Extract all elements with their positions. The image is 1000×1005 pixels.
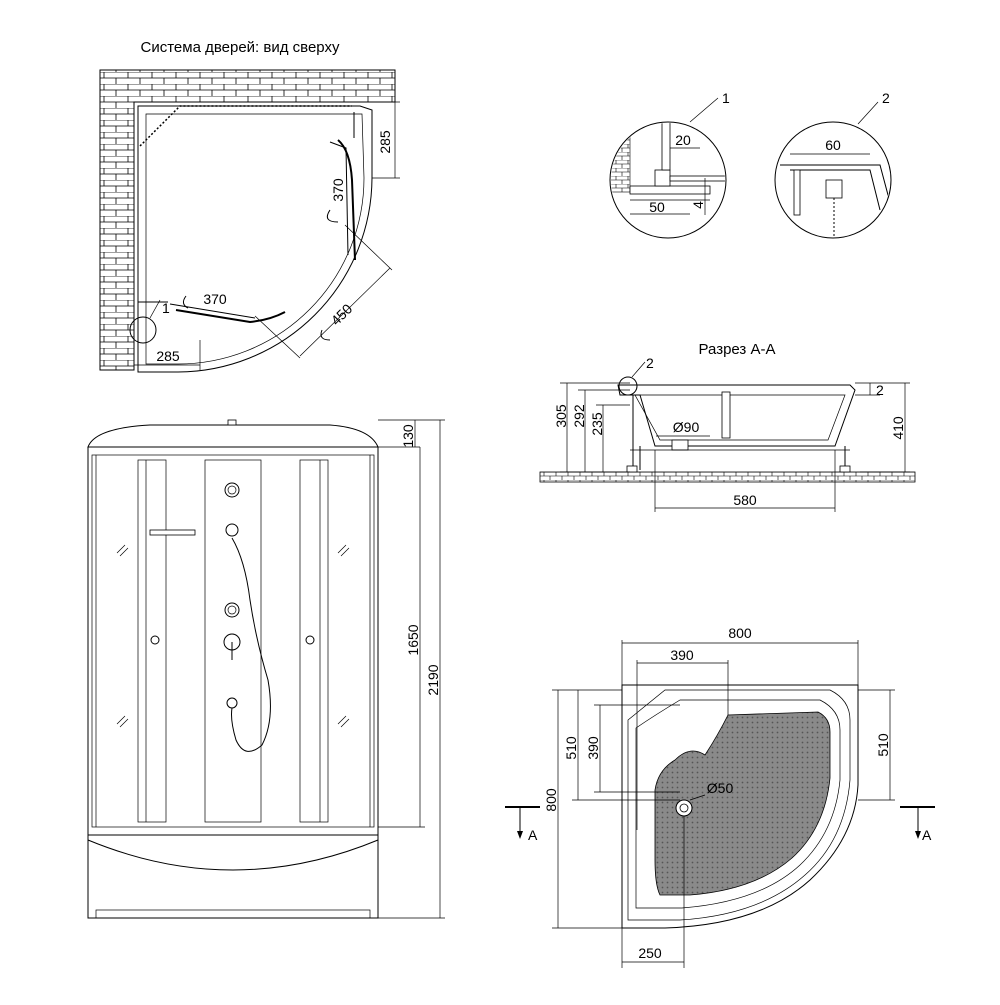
detail-1-dim-4: 4	[690, 201, 706, 209]
section-dim-305: 305	[553, 404, 569, 428]
section-dim-top: 2	[876, 382, 884, 398]
rain-shower-icon	[224, 482, 240, 498]
detail-callout-circle	[129, 316, 157, 344]
brick-wall	[99, 69, 396, 371]
door-handle-right	[305, 635, 315, 645]
corner-trim	[139, 105, 352, 147]
tray-basin	[654, 711, 831, 896]
hand-shower-holder-icon	[226, 697, 238, 709]
tray-inner-width: 390	[670, 647, 694, 663]
diverter-knob-icon	[224, 602, 240, 618]
tray-left-390: 390	[585, 736, 601, 760]
dim-opening: 450	[328, 300, 356, 328]
detail-1-dim-20: 20	[675, 132, 691, 148]
front-view: 130 1650 2190	[87, 419, 445, 919]
tray-plan: Ø50 800 390 800 510 390 510 250	[505, 625, 935, 968]
top-view-callout: 1	[162, 300, 170, 316]
tray-drain: Ø50	[707, 780, 734, 796]
dim-door-bottom: 370	[203, 291, 227, 307]
front-dim-total: 2190	[425, 664, 441, 695]
front-dim-roof: 130	[400, 424, 416, 448]
front-dim-door: 1650	[405, 624, 421, 655]
detail-2-dim-60: 60	[825, 137, 841, 153]
section-a-a: Разрез А-А 2 305 292 235 Ø90	[539, 341, 916, 512]
door-handle-left	[150, 635, 160, 645]
shelf	[149, 529, 196, 536]
top-view-title: Система дверей: вид сверху	[141, 39, 340, 56]
tray-bottom: 250	[638, 945, 662, 961]
section-mark-right: A	[922, 827, 932, 843]
detail-2: 2 60	[774, 90, 892, 239]
tray-width: 800	[728, 625, 752, 641]
tray-right-510: 510	[875, 733, 891, 757]
shower-hose	[231, 537, 271, 752]
detail-2-callout: 2	[882, 90, 890, 106]
top-view: Система дверей: вид сверху 285 285 370 3…	[99, 39, 400, 373]
door-leaf-right	[337, 139, 356, 261]
detail-1-dim-50: 50	[649, 199, 665, 215]
tray-outline	[137, 105, 373, 373]
section-height: 410	[890, 416, 906, 440]
section-dim-292: 292	[571, 404, 587, 428]
dim-side-y: 285	[377, 130, 393, 154]
detail-1-callout: 1	[722, 90, 730, 106]
section-dim-235: 235	[589, 412, 605, 436]
door-leaf-bottom	[175, 309, 286, 324]
dim-side-x: 285	[156, 348, 180, 364]
section-title: Разрез А-А	[699, 341, 776, 358]
section-callout: 2	[646, 355, 654, 371]
tray-inner	[145, 113, 365, 365]
dim-door-right: 370	[330, 178, 346, 202]
tray-left-800: 800	[543, 788, 559, 812]
section-drain: Ø90	[673, 419, 700, 435]
section-width: 580	[733, 492, 757, 508]
section-mark-left: A	[528, 827, 538, 843]
tray-left-510: 510	[563, 736, 579, 760]
detail-1: 1 20 50 4	[609, 90, 730, 239]
